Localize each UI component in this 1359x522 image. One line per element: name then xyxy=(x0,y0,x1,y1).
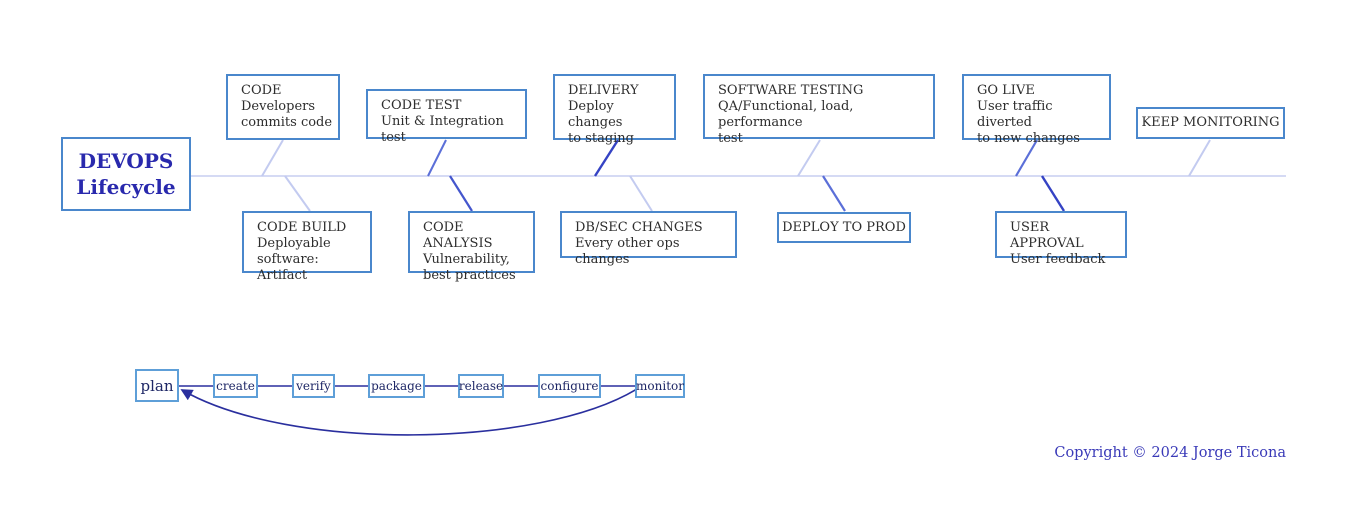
diagonal-db-sec-changes xyxy=(629,175,653,212)
node-desc: User traffic diverted to new changes xyxy=(977,99,1080,146)
flow-step-label: monitor xyxy=(636,379,684,393)
node-desc: Unit & Integration test xyxy=(381,114,504,145)
diagonal-code xyxy=(261,139,284,177)
node-code-test: CODE TEST Unit & Integration test xyxy=(366,89,527,145)
root-title-line1: DEVOPS xyxy=(78,149,174,173)
node-keep-monitoring: KEEP MONITORING xyxy=(1136,107,1285,139)
flow-step-label: release xyxy=(458,379,504,393)
node-title: USER APPROVAL xyxy=(1010,220,1084,251)
flow-step-monitor: monitor xyxy=(635,374,685,398)
node-code: CODE Developers commits code xyxy=(226,74,340,140)
node-title: CODE TEST xyxy=(381,98,462,113)
node-desc: Developers commits code xyxy=(241,99,333,130)
node-desc: Vulnerability, best practices xyxy=(423,252,516,283)
node-title: CODE BUILD xyxy=(257,220,347,235)
diagonal-code-build xyxy=(284,175,311,212)
flow-step-label: package xyxy=(371,379,422,393)
node-code-analysis: CODE ANALYSIS Vulnerability, best practi… xyxy=(408,211,535,283)
node-desc: Deploy changes to staging xyxy=(568,99,635,146)
flow-step-label: create xyxy=(216,379,255,393)
node-title: KEEP MONITORING xyxy=(1141,115,1280,130)
node-desc: User feedback xyxy=(1010,252,1106,267)
node-desc: Every other ops changes xyxy=(575,236,680,267)
flow-step-label: plan xyxy=(140,376,174,395)
node-title: CODE xyxy=(241,83,282,98)
diagonal-keep-monitoring xyxy=(1188,139,1211,177)
node-delivery: DELIVERY Deploy changes to staging xyxy=(553,74,676,146)
diagonal-deploy-to-prod xyxy=(822,175,846,212)
node-user-approval: USER APPROVAL User feedback xyxy=(995,211,1127,267)
node-deploy-to-prod: DEPLOY TO PROD xyxy=(777,212,911,243)
flow-step-verify: verify xyxy=(292,374,335,398)
root-title-line2: Lifecycle xyxy=(76,175,176,199)
node-software-testing: SOFTWARE TESTING QA/Functional, load, pe… xyxy=(703,74,935,146)
flow-step-label: configure xyxy=(540,379,599,393)
node-code-build: CODE BUILD Deployable software: Artifact xyxy=(242,211,372,283)
root-node-devops-lifecycle: DEVOPS Lifecycle xyxy=(61,137,191,211)
flow-step-release: release xyxy=(458,374,504,398)
flow-step-create: create xyxy=(213,374,258,398)
diagonal-code-analysis xyxy=(449,175,473,212)
node-desc: Deployable software: Artifact xyxy=(257,236,331,283)
flow-step-package: package xyxy=(368,374,425,398)
node-db-sec-changes: DB/SEC CHANGES Every other ops changes xyxy=(560,211,737,267)
node-desc: QA/Functional, load, performance test xyxy=(718,99,854,146)
flow-step-configure: configure xyxy=(538,374,601,398)
node-title: CODE ANALYSIS xyxy=(423,220,493,251)
node-go-live: GO LIVE User traffic diverted to new cha… xyxy=(962,74,1111,146)
flow-step-plan: plan xyxy=(135,369,179,402)
copyright-text: Copyright © 2024 Jorge Ticona xyxy=(1054,445,1286,461)
flow-step-label: verify xyxy=(296,379,331,393)
node-title: DEPLOY TO PROD xyxy=(782,219,906,235)
diagonal-user-approval xyxy=(1040,175,1066,212)
node-title: DB/SEC CHANGES xyxy=(575,220,703,235)
node-title: DELIVERY xyxy=(568,83,639,98)
node-title: GO LIVE xyxy=(977,83,1035,98)
node-title: SOFTWARE TESTING xyxy=(718,83,864,98)
